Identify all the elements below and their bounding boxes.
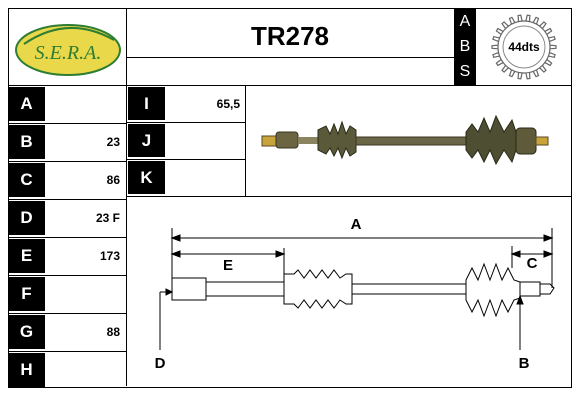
spec-key-k: K — [128, 161, 165, 194]
brand-logo: S.E.R.A. — [10, 10, 126, 85]
spec-value-e: 173 — [99, 249, 120, 263]
dim-label-a: A — [351, 216, 362, 233]
spec-key-j: J — [128, 124, 165, 157]
spec-value-d: 23 F — [95, 211, 120, 225]
abs-gear: 44dts — [486, 12, 562, 82]
spec-key-c: C — [8, 163, 45, 197]
abs-column: A B S — [454, 8, 476, 85]
spec-value-f — [46, 275, 120, 313]
spec-key-f: F — [8, 277, 45, 311]
brand-name: S.E.R.A. — [35, 42, 102, 64]
spec-value-a — [46, 85, 120, 123]
spec-key-h: H — [8, 353, 45, 387]
part-number: TR278 — [250, 20, 330, 51]
spec-key-a: A — [8, 87, 45, 121]
sera-logo-graphic: S.E.R.A. — [15, 24, 121, 76]
dimension-diagram: A E C D B — [128, 198, 570, 386]
spec-key-e: E — [8, 239, 45, 273]
spec-value-c: 86 — [106, 173, 120, 187]
dim-label-d: D — [155, 355, 166, 372]
abs-teeth-count: 44dts — [508, 40, 540, 54]
spec-key-i: I — [128, 87, 165, 120]
spec-value-i: 65,5 — [216, 96, 240, 111]
driveshaft-photo — [250, 100, 568, 180]
sheet-frame — [8, 8, 572, 388]
spec-value-b: 23 — [106, 135, 120, 149]
dim-label-e: E — [223, 257, 233, 274]
spec-value-g: 88 — [106, 325, 120, 339]
abs-letter-b: B — [459, 38, 471, 55]
dim-label-c: C — [527, 255, 538, 272]
spec-value-k — [166, 159, 240, 196]
abs-letter-a: A — [459, 13, 471, 30]
driveshaft-image — [261, 114, 549, 166]
gear-icon: 44dts — [491, 14, 557, 80]
abs-letter-s: S — [459, 63, 471, 80]
spec-value-h — [46, 351, 120, 389]
dimension-drawing: A E C D B — [155, 216, 555, 372]
spec-key-d: D — [8, 201, 45, 235]
spec-value-j — [166, 122, 240, 159]
spec-key-b: B — [8, 125, 45, 159]
dim-label-b: B — [519, 355, 530, 372]
spec-key-g: G — [8, 315, 45, 349]
